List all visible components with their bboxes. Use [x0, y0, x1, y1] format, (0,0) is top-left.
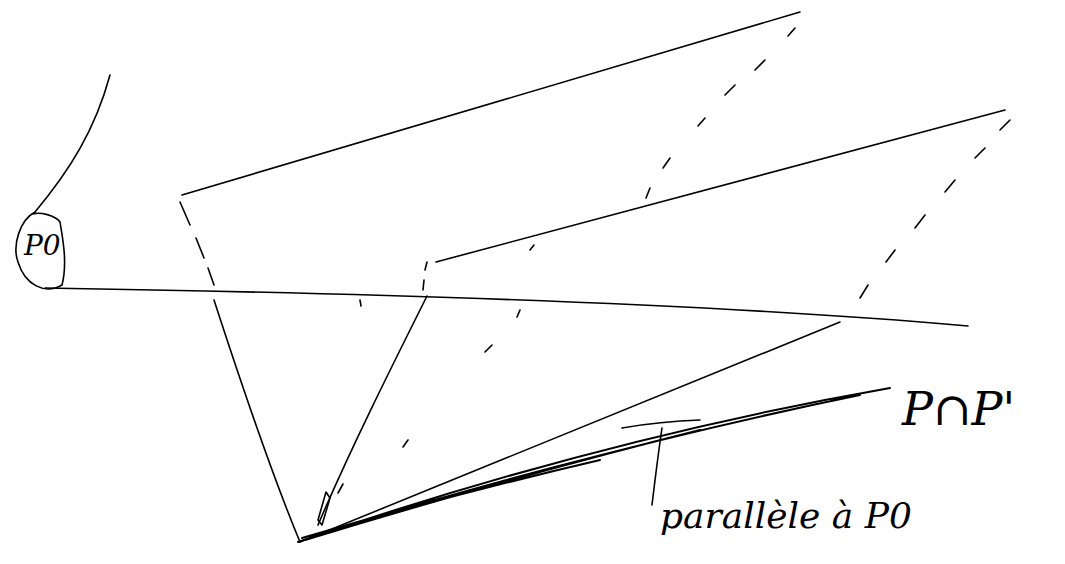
plane-outline [16, 75, 110, 289]
plane-edge [45, 288, 968, 326]
plane-edge [182, 12, 800, 195]
pointer-mark [622, 420, 700, 505]
plane-edge [436, 110, 1005, 262]
dashed-edge [860, 120, 1010, 298]
plane-name: P0 [24, 232, 61, 260]
construction-line [318, 296, 427, 525]
note: parallèle à P0 [660, 498, 912, 534]
intersection-name: P∩P' [902, 386, 1015, 432]
construction-line [214, 300, 300, 542]
dashed-edge [423, 262, 427, 290]
pencil-tip [318, 492, 330, 525]
dashed-edge [180, 202, 214, 285]
dashed-mark [338, 245, 534, 493]
